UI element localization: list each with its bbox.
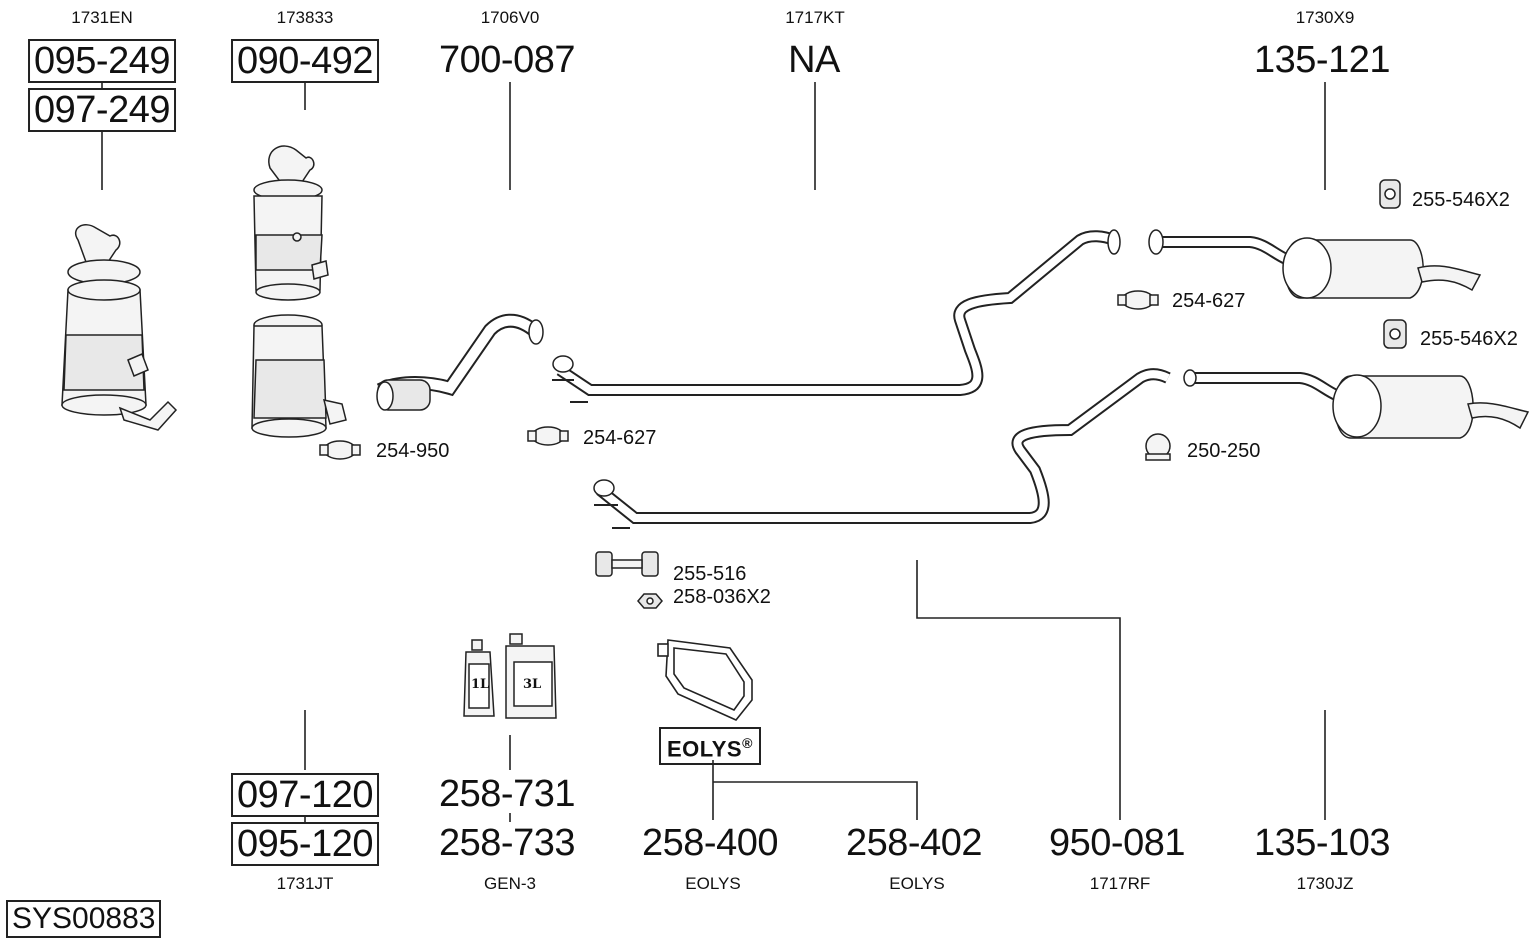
clamp-254-627-a-shape	[527, 426, 569, 446]
part-number-258-402[interactable]: 258-402	[846, 822, 982, 864]
part-number-090-492[interactable]: 090-492	[231, 39, 379, 83]
eolys-tank-shape	[657, 639, 753, 721]
leader-lines	[101, 82, 1326, 822]
part-number-095-249[interactable]: 095-249	[28, 39, 176, 83]
accessory-254-627-front[interactable]: 254-627	[583, 427, 657, 449]
part-number-na[interactable]: NA	[788, 39, 840, 81]
accessory-255-546x2-upper[interactable]: 255-546X2	[1412, 189, 1510, 211]
registered-mark: ®	[742, 735, 753, 751]
hanger-255-546-a-shape	[1379, 179, 1401, 209]
part-number-097-120[interactable]: 097-120	[231, 773, 379, 817]
hanger-255-546-b-shape	[1383, 319, 1407, 349]
part-number-258-400[interactable]: 258-400	[642, 822, 778, 864]
ref-label-gen-3: GEN-3	[484, 874, 536, 893]
part-number-950-081[interactable]: 950-081	[1049, 822, 1185, 864]
ref-label-1717rf: 1717RF	[1089, 874, 1151, 893]
ref-label-1730x9: 1730X9	[1295, 8, 1355, 27]
eolys-logo-text: EOLYS	[667, 736, 743, 762]
rear-silencer-1730x9	[1148, 229, 1482, 299]
eolys-logo: EOLYS®	[659, 727, 761, 766]
clamp-254-627-b-shape	[1117, 290, 1159, 310]
bracket-255-516-shape	[595, 551, 659, 577]
accessory-255-516[interactable]: 255-516	[673, 563, 747, 585]
ref-label-173833: 173833	[276, 8, 334, 27]
system-id: SYS00883	[6, 900, 162, 938]
accessory-250-250[interactable]: 250-250	[1187, 440, 1261, 462]
ref-label-1717kt: 1717KT	[785, 8, 845, 27]
ref-label-1731en: 1731EN	[71, 8, 133, 27]
part-number-135-103[interactable]: 135-103	[1254, 822, 1390, 864]
additive-container-1l-shape	[463, 639, 495, 717]
ref-label-1730jz: 1730JZ	[1296, 874, 1354, 893]
ref-label-eolys-1: EOLYS	[685, 874, 741, 893]
part-number-258-733[interactable]: 258-733	[439, 822, 575, 864]
middle-pipe-1717rf	[593, 368, 1171, 529]
catalytic-converter-1731en	[61, 224, 178, 431]
ref-label-1731jt: 1731JT	[276, 874, 334, 893]
part-number-097-249[interactable]: 097-249	[28, 88, 176, 132]
part-number-700-087[interactable]: 700-087	[439, 39, 575, 81]
part-number-258-731[interactable]: 258-731	[439, 773, 575, 815]
accessory-255-546x2-lower[interactable]: 255-546X2	[1420, 328, 1518, 350]
container-label-1l: 1L	[471, 677, 490, 692]
container-label-3l: 3L	[523, 677, 542, 692]
rear-silencer-1730jz	[1183, 369, 1530, 439]
ref-label-1706v0: 1706V0	[480, 8, 540, 27]
flex-pipe-1706v0	[376, 313, 544, 411]
accessory-258-036x2[interactable]: 258-036X2	[673, 586, 771, 608]
clamp-254-950-shape	[319, 440, 361, 460]
ref-label-eolys-2: EOLYS	[889, 874, 945, 893]
accessory-254-950[interactable]: 254-950	[376, 440, 450, 462]
accessory-254-627-rear[interactable]: 254-627	[1172, 290, 1246, 312]
middle-pipe-1717kt	[552, 229, 1121, 403]
additive-container-3l-shape	[505, 633, 557, 719]
clamp-250-250-shape	[1145, 433, 1171, 461]
part-number-095-120[interactable]: 095-120	[231, 822, 379, 866]
nut-258-036-shape	[637, 593, 663, 609]
particulate-filter-173833	[251, 145, 347, 438]
part-number-135-121[interactable]: 135-121	[1254, 39, 1390, 81]
